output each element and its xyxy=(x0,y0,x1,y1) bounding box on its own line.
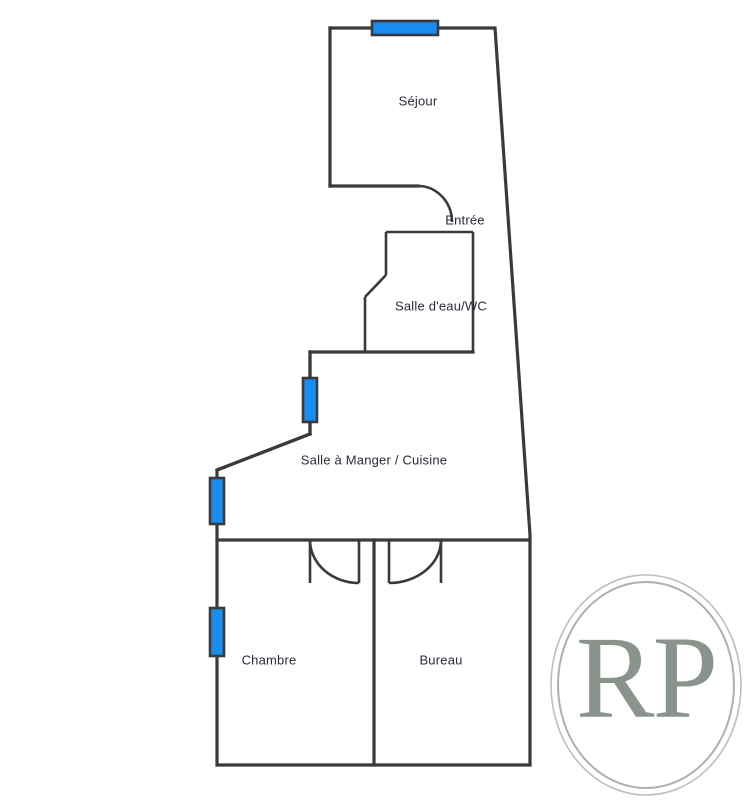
room-label-salle-eau-wc: Salle d'eau/WC xyxy=(395,298,487,313)
window-cuisine-west-icon xyxy=(208,476,226,526)
cuisine-left-sloped-wall xyxy=(214,431,313,473)
room-label-salle-a-manger-cuisine: Salle à Manger / Cuisine xyxy=(301,452,447,467)
room-label-bureau: Bureau xyxy=(419,652,462,667)
window-chambre-west-icon xyxy=(208,606,226,658)
logo-inner-ring-icon xyxy=(557,581,735,789)
door-swing-arcs xyxy=(308,184,454,585)
window-cuisine-northeast-icon xyxy=(301,376,319,424)
logo-outer-ring-icon xyxy=(550,574,742,796)
salle-eau-left-angled-wall xyxy=(364,274,387,298)
room-labels: Séjour Entrée Salle d'eau/WC Salle à Man… xyxy=(242,93,487,667)
bureau-door-arc xyxy=(388,539,443,585)
room-label-chambre: Chambre xyxy=(242,652,297,667)
interior-walls xyxy=(214,230,532,767)
window-sejour-top-icon xyxy=(370,19,440,37)
chambre-door-arc xyxy=(308,539,360,585)
logo-monogram-text: RP xyxy=(576,612,716,743)
watermark-logo: RP xyxy=(550,574,742,796)
entree-door-arc xyxy=(417,184,454,223)
windows xyxy=(208,19,440,658)
room-label-entree: Entrée xyxy=(445,212,485,227)
room-label-sejour: Séjour xyxy=(399,93,438,108)
